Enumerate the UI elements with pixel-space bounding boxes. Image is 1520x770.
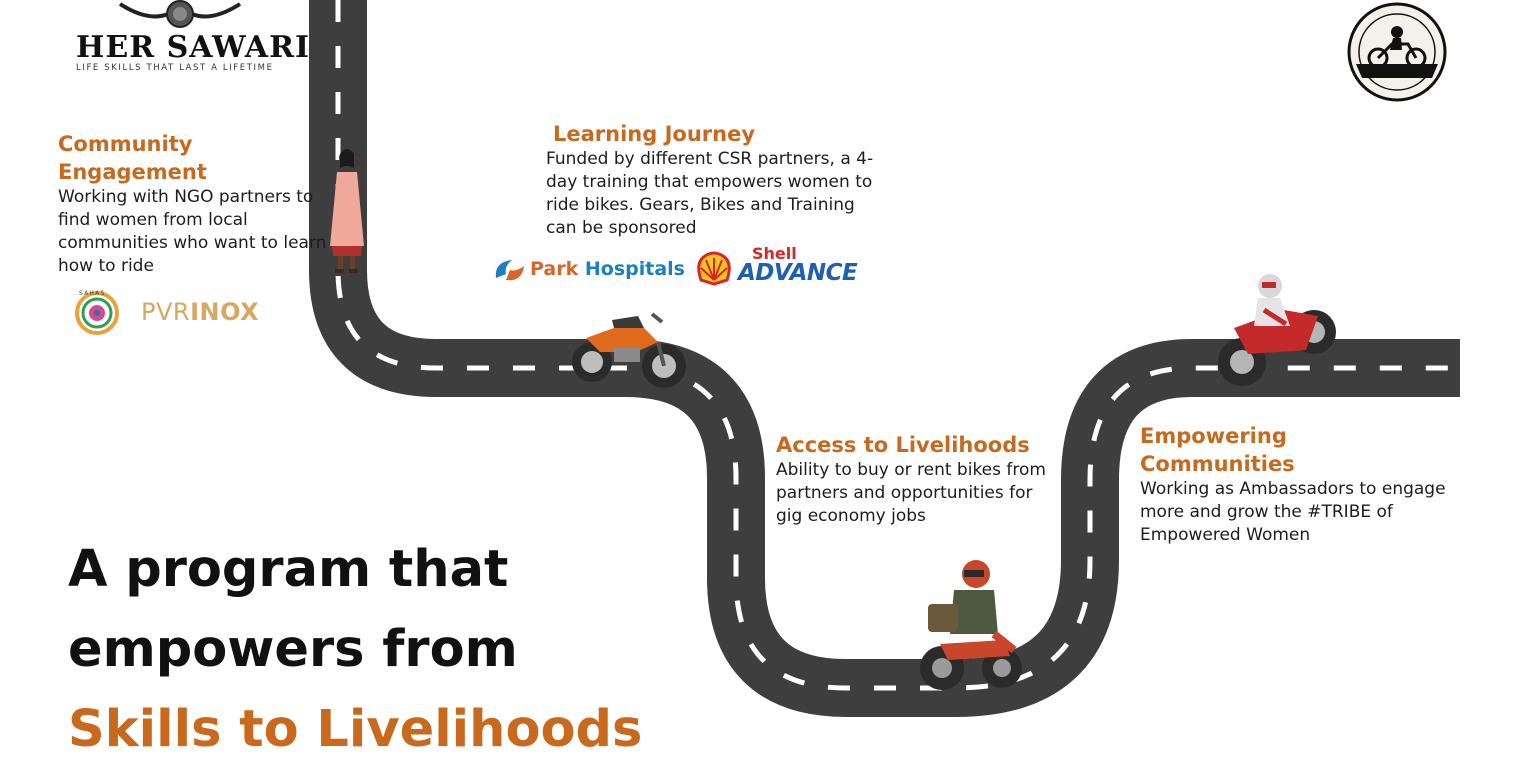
brand-name: HER SAWARI — [76, 30, 311, 65]
shell-pecten-icon — [697, 251, 731, 286]
hospitals-text: Hospitals — [584, 258, 685, 280]
stage-learning-journey: Learning Journey Funded by different CSR… — [546, 120, 876, 240]
pvr-inox-logo: PVRINOX — [141, 298, 259, 326]
her-sawari-motorcycle-emblem — [118, 0, 242, 28]
motolyfe-badge-icon — [1347, 2, 1447, 102]
stage-title: Learning Journey — [553, 122, 756, 146]
headline-line-2: empowers from — [68, 620, 518, 679]
winding-road — [309, 0, 1460, 717]
sport-bike-rider-icon — [1218, 274, 1336, 386]
park-hospitals-logo: Park Hospitals — [530, 258, 685, 280]
stage-title: Empowering Communities — [1140, 424, 1295, 476]
brand-tagline: LIFE SKILLS THAT LAST A LIFETIME — [76, 63, 274, 73]
stage-body: Ability to buy or rent bikes from partne… — [776, 460, 1046, 526]
park-text: Park — [530, 258, 579, 280]
stage-body: Working as Ambassadors to engage more an… — [1140, 479, 1446, 545]
stage-empowering-communities: Empowering Communities Working as Ambass… — [1140, 422, 1460, 547]
advance-text: ADVANCE — [738, 260, 858, 286]
stage-title: Access to Livelihoods — [776, 433, 1030, 457]
stage-body: Funded by different CSR partners, a 4-da… — [546, 149, 874, 238]
sahas-logo-text: SAHAS — [79, 290, 106, 297]
sahas-logo-icon — [75, 291, 119, 335]
headline-line-3: Skills to Livelihoods — [68, 700, 643, 759]
inox-text: INOX — [190, 298, 260, 326]
pvr-text: PVR — [141, 298, 191, 326]
stage-community-engagement: Community Engagement Working with NGO pa… — [58, 130, 338, 278]
shell-text: Shell — [752, 244, 797, 263]
headline-line-1: A program that — [68, 540, 509, 599]
stage-access-to-livelihoods: Access to Livelihoods Ability to buy or … — [776, 431, 1066, 528]
adventure-rider-icon — [920, 560, 1022, 690]
woman-figure — [330, 149, 364, 273]
stage-body: Working with NGO partners to find women … — [58, 187, 327, 276]
headline: A program that empowers from Skills to L… — [68, 530, 642, 770]
stage-title: Community Engagement — [58, 132, 207, 184]
park-hospitals-logo-icon — [495, 260, 524, 281]
orange-motorcycle-icon — [572, 312, 686, 388]
